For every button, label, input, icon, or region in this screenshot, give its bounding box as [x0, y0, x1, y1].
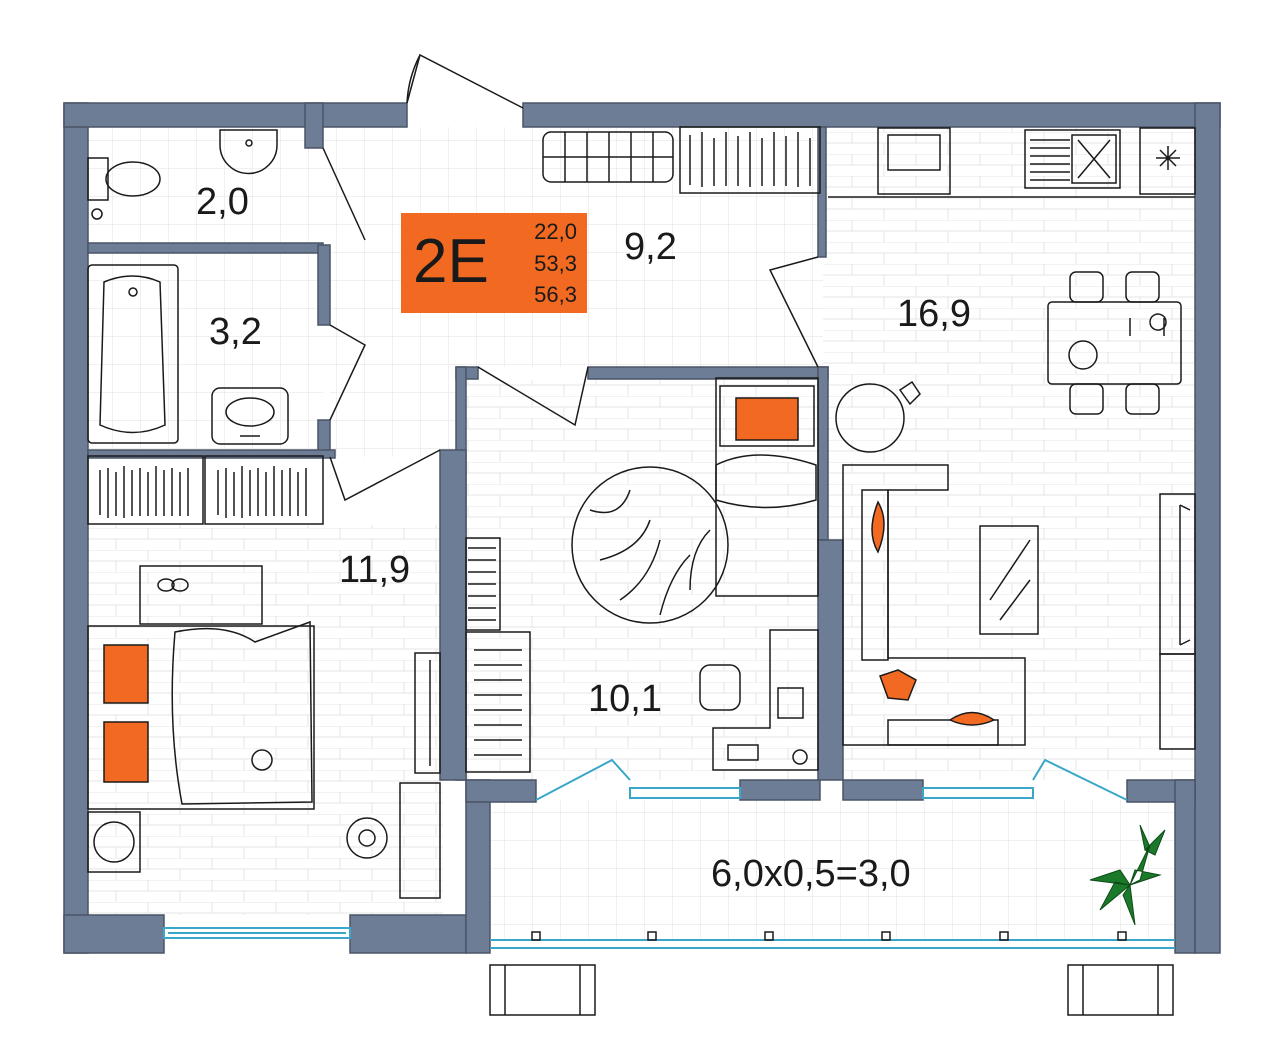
area-kitchen-living: 16,9 [897, 293, 971, 335]
area-child-room: 10,1 [588, 678, 662, 720]
child-bed-icon [715, 377, 819, 597]
total-area-with-balcony: 56,3 [534, 282, 577, 307]
hallway-wardrobe-icon [679, 126, 821, 194]
dining-table-icon [1047, 271, 1182, 415]
sofa-icon [842, 464, 1026, 746]
windows [163, 758, 1175, 949]
lamp-icon [346, 782, 441, 899]
round-table-icon [835, 380, 921, 453]
coffee-table-icon [979, 525, 1039, 635]
washing-machine-icon [87, 811, 141, 873]
railing-posts [489, 931, 1174, 1016]
living-area: 22,0 [534, 219, 577, 244]
area-balcony: 6,0x0,5=3,0 [711, 853, 911, 895]
area-wc: 2,0 [196, 181, 249, 223]
kitchen-counter [828, 127, 1196, 198]
apartment-code: 2E [413, 227, 489, 296]
wc-sink-icon [219, 129, 278, 175]
bedside-rug-icon [139, 565, 263, 625]
floor-areas [88, 127, 1195, 940]
plant-icon [1089, 824, 1166, 926]
tv-icon [1159, 493, 1196, 750]
area-bathroom: 3,2 [209, 311, 262, 353]
bathtub-icon [87, 264, 179, 444]
area-hallway: 9,2 [624, 226, 677, 268]
apartment-badge: 2E 22,0 53,3 56,3 [401, 213, 587, 313]
bedroom-tv-icon [414, 652, 441, 774]
wardrobe-icon [87, 455, 324, 525]
bookshelf-icon [465, 537, 501, 631]
total-area: 53,3 [534, 251, 577, 276]
round-rug-icon [571, 466, 729, 624]
double-bed-icon [87, 620, 315, 810]
bathroom-sink-icon [211, 387, 289, 445]
desk-icon [699, 629, 819, 771]
doors [322, 53, 819, 502]
bench-icon [542, 131, 674, 183]
walls [63, 102, 1221, 954]
area-bedroom: 11,9 [339, 549, 411, 591]
child-wardrobe-icon [465, 631, 531, 773]
toilet-icon [87, 157, 161, 220]
